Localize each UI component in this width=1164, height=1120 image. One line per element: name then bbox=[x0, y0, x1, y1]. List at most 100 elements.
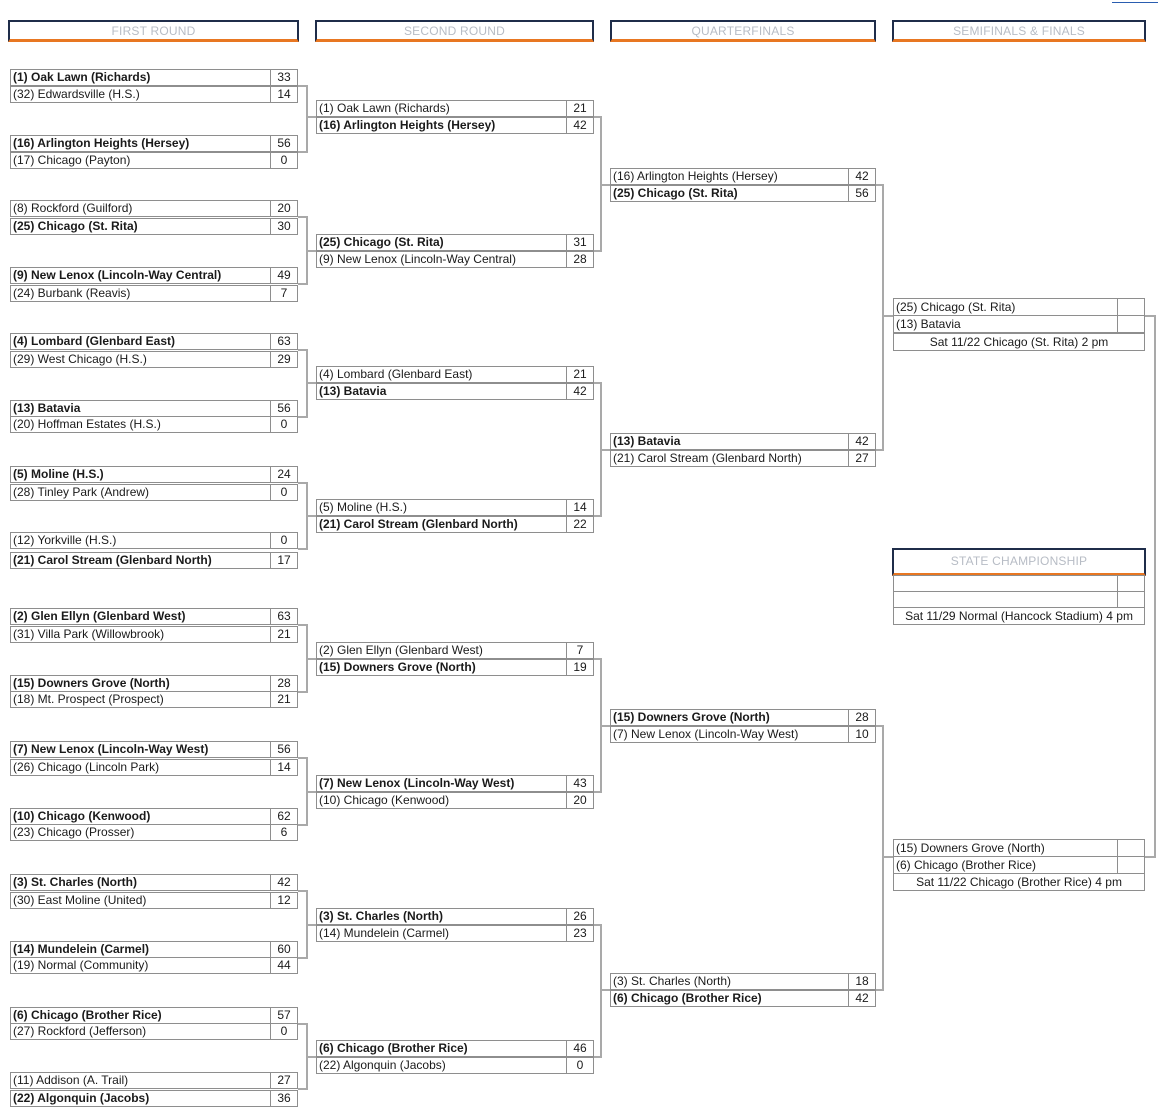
first-round-match-14-score-a: 60 bbox=[270, 941, 298, 958]
team-name: (21) Carol Stream (Glenbard North) bbox=[13, 553, 212, 567]
first-round-match-4-team-a: (9) New Lenox (Lincoln-Way Central) bbox=[10, 267, 271, 284]
header-quarterfinals: QUARTERFINALS bbox=[610, 20, 876, 42]
first-round-match-10-team-b: (18) Mt. Prospect (Prospect) bbox=[10, 691, 271, 708]
team-name: (12) Yorkville (H.S.) bbox=[13, 533, 117, 547]
semifinal-2-team-a-label: (15) Downers Grove (North) bbox=[896, 841, 1045, 855]
connector-line bbox=[594, 791, 600, 793]
second-round-match-3-score-a: 21 bbox=[566, 366, 594, 383]
second-round-match-8-team-a: (6) Chicago (Brother Rice) bbox=[316, 1040, 567, 1057]
team-name: (13) Batavia bbox=[613, 434, 681, 448]
first-round-match-4-score-b: 7 bbox=[270, 285, 298, 302]
first-round-match-1-score-b: 14 bbox=[270, 86, 298, 103]
second-round-match-2-score-b: 28 bbox=[566, 251, 594, 268]
second-round-match-6-team-a: (7) New Lenox (Lincoln-Way West) bbox=[316, 775, 567, 792]
team-name: (22) Algonquin (Jacobs) bbox=[13, 1091, 150, 1105]
first-round-match-2-team-b: (17) Chicago (Payton) bbox=[10, 152, 271, 169]
team-name: (8) Rockford (Guilford) bbox=[13, 201, 133, 215]
team-name: (10) Chicago (Kenwood) bbox=[319, 793, 450, 807]
team-name: (2) Glen Ellyn (Glenbard West) bbox=[13, 609, 186, 623]
team-name: (20) Hoffman Estates (H.S.) bbox=[13, 417, 161, 431]
team-name: (6) Chicago (Brother Rice) bbox=[613, 991, 762, 1005]
quarterfinal-match-2-team-b: (21) Carol Stream (Glenbard North) bbox=[610, 450, 849, 467]
team-name: (15) Downers Grove (North) bbox=[13, 676, 170, 690]
championship-info: Sat 11/29 Normal (Hancock Stadium) 4 pm bbox=[893, 607, 1145, 625]
second-round-match-4-score-b: 22 bbox=[566, 516, 594, 533]
team-name: (24) Burbank (Reavis) bbox=[13, 286, 131, 300]
second-round-match-6-score-a: 43 bbox=[566, 775, 594, 792]
quarterfinal-match-4-team-b: (6) Chicago (Brother Rice) bbox=[610, 990, 849, 1007]
semifinal-2-score-b bbox=[1117, 856, 1145, 874]
first-round-match-12-score-a: 62 bbox=[270, 808, 298, 825]
first-round-match-16-team-b: (22) Algonquin (Jacobs) bbox=[10, 1090, 271, 1107]
team-name: (11) Addison (A. Trail) bbox=[13, 1073, 129, 1087]
connector-line bbox=[306, 382, 316, 384]
connector-line bbox=[298, 416, 306, 418]
first-round-match-10-team-a: (15) Downers Grove (North) bbox=[10, 675, 271, 692]
first-round-match-15-team-b: (27) Rockford (Jefferson) bbox=[10, 1023, 271, 1040]
second-round-match-6-team-b: (10) Chicago (Kenwood) bbox=[316, 792, 567, 809]
first-round-match-7-team-b: (28) Tinley Park (Andrew) bbox=[10, 484, 271, 501]
team-name: (14) Mundelein (Carmel) bbox=[319, 926, 450, 940]
connector-line bbox=[298, 283, 306, 285]
semifinal-2-info: Sat 11/22 Chicago (Brother Rice) 4 pm bbox=[893, 873, 1145, 891]
connector-line bbox=[600, 184, 610, 186]
first-round-match-9-team-b: (31) Villa Park (Willowbrook) bbox=[10, 626, 271, 643]
team-name: (29) West Chicago (H.S.) bbox=[13, 352, 147, 366]
quarterfinal-match-4-team-a: (3) St. Charles (North) bbox=[610, 973, 849, 990]
first-round-match-1-team-b: (32) Edwardsville (H.S.) bbox=[10, 86, 271, 103]
team-name: (16) Arlington Heights (Hersey) bbox=[319, 118, 496, 132]
first-round-match-9-score-b: 21 bbox=[270, 626, 298, 643]
team-name: (4) Lombard (Glenbard East) bbox=[13, 334, 176, 348]
connector-line bbox=[876, 989, 882, 991]
connector-line bbox=[298, 624, 306, 626]
top-link[interactable] bbox=[1112, 0, 1158, 3]
team-name: (22) Algonquin (Jacobs) bbox=[319, 1058, 446, 1072]
team-name: (2) Glen Ellyn (Glenbard West) bbox=[319, 643, 483, 657]
connector-line bbox=[882, 315, 893, 317]
second-round-match-6-score-b: 20 bbox=[566, 792, 594, 809]
connector-line bbox=[298, 1023, 306, 1025]
first-round-match-15-score-b: 0 bbox=[270, 1023, 298, 1040]
connector-line bbox=[1145, 856, 1155, 858]
team-name: (14) Mundelein (Carmel) bbox=[13, 942, 150, 956]
team-name: (3) St. Charles (North) bbox=[613, 974, 732, 988]
team-name: (27) Rockford (Jefferson) bbox=[13, 1024, 147, 1038]
first-round-match-13-score-a: 42 bbox=[270, 874, 298, 891]
second-round-match-1-score-b: 42 bbox=[566, 117, 594, 134]
first-round-match-6-team-b: (20) Hoffman Estates (H.S.) bbox=[10, 416, 271, 433]
quarterfinal-match-2-score-a: 42 bbox=[848, 433, 876, 450]
first-round-match-6-team-a: (13) Batavia bbox=[10, 400, 271, 417]
connector-line bbox=[298, 890, 306, 892]
connector-line bbox=[876, 449, 882, 451]
first-round-match-13-team-a: (3) St. Charles (North) bbox=[10, 874, 271, 891]
connector-line bbox=[882, 856, 893, 858]
first-round-match-4-team-b: (24) Burbank (Reavis) bbox=[10, 285, 271, 302]
second-round-match-2-team-b: (9) New Lenox (Lincoln-Way Central) bbox=[316, 251, 567, 268]
connector-line bbox=[298, 1088, 306, 1090]
connector-line bbox=[306, 250, 316, 252]
second-round-match-3-score-b: 42 bbox=[566, 383, 594, 400]
connector-line bbox=[594, 658, 600, 660]
first-round-match-9-team-a: (2) Glen Ellyn (Glenbard West) bbox=[10, 608, 271, 625]
first-round-match-15-score-a: 57 bbox=[270, 1007, 298, 1024]
first-round-match-7-score-b: 0 bbox=[270, 484, 298, 501]
connector-line bbox=[594, 1056, 600, 1058]
second-round-match-8-team-b: (22) Algonquin (Jacobs) bbox=[316, 1057, 567, 1074]
header-state-championship: STATE CHAMPIONSHIP bbox=[892, 548, 1146, 576]
connector-line bbox=[594, 116, 600, 118]
team-name: (3) St. Charles (North) bbox=[13, 875, 138, 889]
team-name: (3) St. Charles (North) bbox=[319, 909, 444, 923]
team-name: (15) Downers Grove (North) bbox=[613, 710, 770, 724]
first-round-match-12-team-b: (23) Chicago (Prosser) bbox=[10, 824, 271, 841]
connector-line bbox=[594, 250, 600, 252]
connector-line bbox=[306, 1056, 316, 1058]
team-name: (30) East Moline (United) bbox=[13, 893, 147, 907]
quarterfinal-match-3-team-b: (7) New Lenox (Lincoln-Way West) bbox=[610, 726, 849, 743]
semifinal-1-score-a bbox=[1117, 298, 1145, 316]
first-round-match-6-score-b: 0 bbox=[270, 416, 298, 433]
second-round-match-5-score-b: 19 bbox=[566, 659, 594, 676]
header-first-round: FIRST ROUND bbox=[8, 20, 299, 42]
semifinal-1-team-b-label: (13) Batavia bbox=[896, 317, 961, 331]
connector-line bbox=[594, 515, 600, 517]
second-round-match-4-team-a: (5) Moline (H.S.) bbox=[316, 499, 567, 516]
